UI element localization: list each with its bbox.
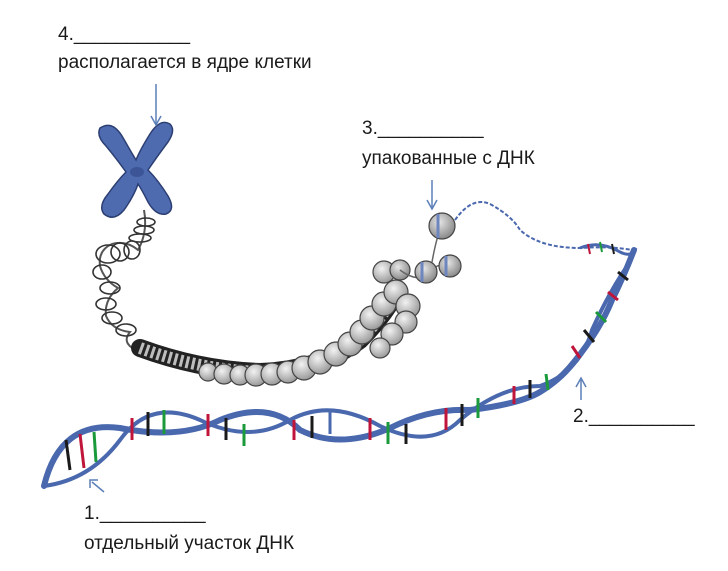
label-3-text: упакованные с ДНК	[362, 148, 535, 169]
chromatin-fiber	[98, 209, 147, 353]
label-3-number: 3.__________	[362, 118, 484, 139]
label-1-number: 1.__________	[84, 503, 206, 524]
arrow-diagonal-icon	[89, 479, 105, 493]
label-4-text: располагается в ядре клетки	[58, 52, 312, 73]
arrow-down-icon	[150, 84, 162, 127]
arrow-down-icon	[426, 180, 438, 211]
label-2-number: 2.__________	[573, 406, 695, 427]
nucleosome-cluster	[198, 259, 421, 387]
beads-on-string	[399, 212, 462, 284]
dna-double-helix	[41, 241, 638, 489]
label-4-number: 4.___________	[58, 24, 191, 45]
chromosome-icon	[98, 121, 174, 218]
chromatin-coil	[92, 217, 156, 337]
linker-dna	[454, 201, 633, 251]
label-1-text: отдельный участок ДНК	[84, 533, 295, 554]
arrow-up-icon	[575, 376, 587, 400]
